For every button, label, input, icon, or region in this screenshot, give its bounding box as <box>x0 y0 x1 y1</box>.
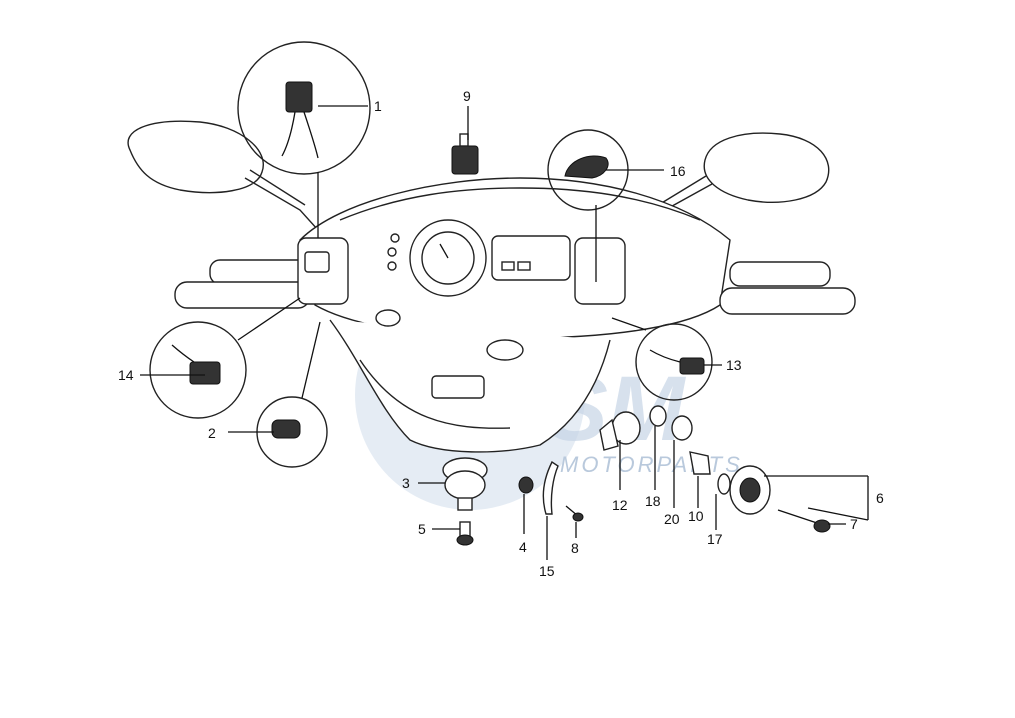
right-switch-housing <box>574 237 626 305</box>
callout-12: 12 <box>612 497 628 513</box>
part-7-bolt <box>777 509 831 533</box>
callout-18: 18 <box>645 493 661 509</box>
part-9-switch <box>451 133 479 175</box>
watermark-subtext: MOTORPARTS <box>560 452 743 477</box>
callout-14: 14 <box>118 367 134 383</box>
callout-9: 9 <box>463 88 471 104</box>
part-10-cylinder <box>689 451 711 475</box>
part-18-ring <box>649 405 667 427</box>
callout-5: 5 <box>418 521 426 537</box>
callout-1: 1 <box>374 98 382 114</box>
detail-circle-2 <box>256 321 328 468</box>
part-3-horn <box>442 457 488 511</box>
callout-8: 8 <box>571 540 579 556</box>
handlebar-assembly <box>174 177 856 453</box>
callout-3: 3 <box>402 475 410 491</box>
lower-connector <box>431 375 485 399</box>
lcd-display <box>491 235 571 281</box>
part-5-screw <box>456 521 474 546</box>
detail-circle-13 <box>611 317 713 401</box>
callout-2: 2 <box>208 425 216 441</box>
part-12-ignition <box>599 411 641 451</box>
callout-15: 15 <box>539 563 555 579</box>
callout-17: 17 <box>707 531 723 547</box>
left-grip <box>209 259 309 285</box>
callout-10: 10 <box>688 508 704 524</box>
callout-13: 13 <box>726 357 742 373</box>
callout-4: 4 <box>519 539 527 555</box>
part-20-ring <box>671 415 693 441</box>
ignition-cover <box>486 339 524 361</box>
part-8-screw <box>565 505 584 522</box>
callout-6: 6 <box>876 490 884 506</box>
part-17-clip <box>717 473 731 495</box>
callout-7: 7 <box>850 516 858 532</box>
right-grip <box>729 261 831 287</box>
left-mirror <box>127 120 319 231</box>
part-6-cap <box>729 465 771 515</box>
part-4-nut <box>518 476 534 494</box>
callout-20: 20 <box>664 511 680 527</box>
detail-circle-14 <box>149 297 301 419</box>
callout-labels: 1 2 3 4 5 6 7 8 9 10 12 13 14 15 16 17 1… <box>118 88 884 579</box>
detail-circle-1 <box>237 41 371 238</box>
leader-lines <box>140 105 869 560</box>
callout-16: 16 <box>670 163 686 179</box>
detail-circle-16 <box>547 129 629 282</box>
part-15-bracket <box>542 460 559 515</box>
